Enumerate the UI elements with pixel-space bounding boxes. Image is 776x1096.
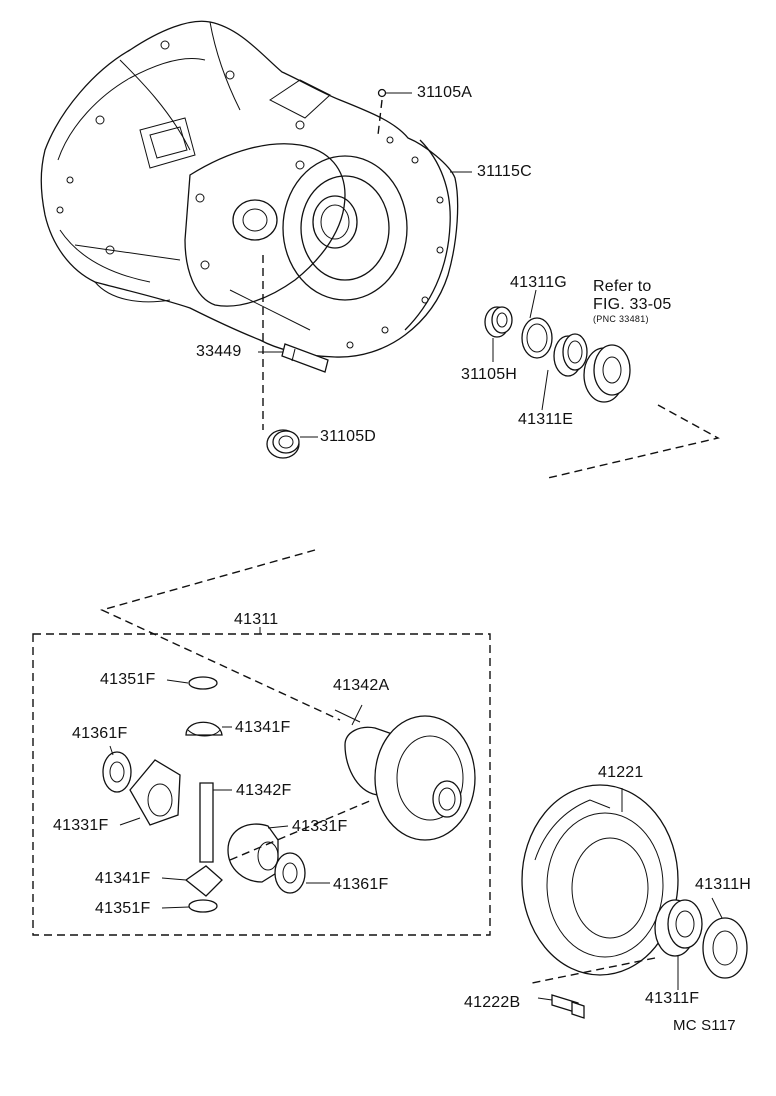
label-refer-to: Refer to [593, 278, 652, 295]
label-refer-figure: FIG. 33-05 [593, 296, 672, 313]
label-41361F-right: 41361F [333, 876, 389, 893]
part-31105D-seal [266, 429, 300, 459]
label-41331F-right: 41331F [292, 818, 348, 835]
differential-box [32, 627, 491, 936]
label-33449: 33449 [196, 343, 242, 360]
bolt-41222B [537, 994, 585, 1019]
ring-gear [521, 784, 679, 984]
label-41222B: 41222B [464, 994, 521, 1011]
diff-small-parts [102, 676, 373, 913]
bearing-group-top [484, 289, 720, 479]
label-41311: 41311 [234, 611, 279, 628]
case-bolt-holes [56, 40, 444, 349]
transaxle-case-drawing [40, 20, 459, 358]
label-41341F-bottom: 41341F [95, 870, 151, 887]
label-41311F: 41311F [645, 990, 700, 1007]
label-41311H: 41311H [695, 876, 752, 893]
label-41342A: 41342A [333, 677, 390, 694]
differential-case [344, 715, 476, 841]
label-31105H: 31105H [461, 366, 518, 383]
label-41331F-left: 41331F [53, 817, 109, 834]
label-31115C: 31115C [477, 163, 532, 180]
label-41351F-top: 41351F [100, 671, 156, 688]
diagram-code: MC S117 [673, 1017, 736, 1034]
label-41311E: 41311E [518, 411, 574, 428]
label-31105A: 31105A [417, 84, 473, 101]
part-33449-shaft [281, 343, 329, 373]
label-41341F-top: 41341F [235, 719, 291, 736]
label-41221: 41221 [598, 764, 644, 781]
label-41351F-bottom: 41351F [95, 900, 151, 917]
label-31105D: 31105D [320, 428, 377, 445]
label-41311G: 41311G [510, 274, 567, 291]
label-41342F: 41342F [236, 782, 292, 799]
label-41361F-left: 41361F [72, 725, 128, 742]
dashed-connector [99, 549, 341, 721]
label-refer-pnc: (PNC 33481) [593, 314, 649, 324]
bearing-group-bottom [654, 897, 748, 990]
